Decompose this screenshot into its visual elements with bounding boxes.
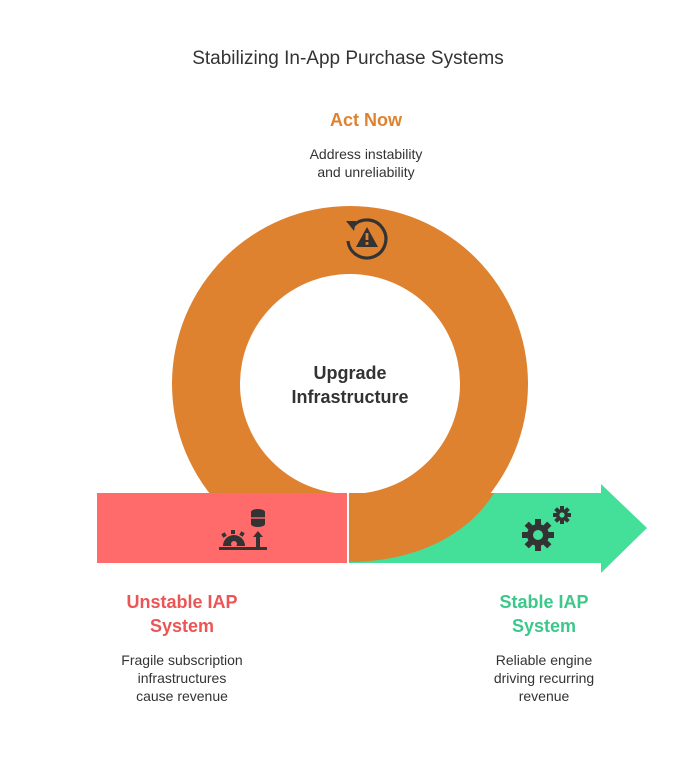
stable-heading-line: System xyxy=(511,616,577,636)
stable-heading: Stable IAP System xyxy=(444,590,644,638)
unstable-heading-line: System xyxy=(149,616,215,636)
center-label: Upgrade Infrastructure xyxy=(262,361,438,409)
unstable-description-line: cause revenue xyxy=(136,688,228,704)
act-now-description: Address instability and unreliability xyxy=(248,145,484,181)
act-now-heading: Act Now xyxy=(330,110,402,130)
stable-description: Reliable engine driving recurring revenu… xyxy=(444,651,644,705)
stable-description-line: revenue xyxy=(518,688,570,704)
center-label-line: Infrastructure xyxy=(291,387,409,407)
act-now-description-line: and unreliability xyxy=(317,164,415,180)
unstable-description-line: infrastructures xyxy=(137,670,227,686)
broken-gear-database-icon xyxy=(219,509,267,550)
unstable-description-line: Fragile subscription xyxy=(121,652,243,668)
center-label-line: Upgrade xyxy=(313,363,387,383)
act-now-description-line: Address instability xyxy=(309,146,423,162)
stable-description-line: Reliable engine xyxy=(495,652,593,668)
rotate-warning-icon xyxy=(346,218,388,260)
ring-tail xyxy=(348,493,494,562)
upgrade-ring xyxy=(172,206,528,562)
unstable-heading-line: Unstable IAP xyxy=(126,592,238,612)
unstable-heading: Unstable IAP System xyxy=(82,590,282,638)
unstable-description: Fragile subscription infrastructures cau… xyxy=(82,651,282,705)
stable-description-line: driving recurring xyxy=(493,670,595,686)
unstable-bar xyxy=(97,493,347,563)
diagram-title: Stabilizing In-App Purchase Systems xyxy=(192,48,504,69)
stable-heading-line: Stable IAP xyxy=(499,592,589,612)
